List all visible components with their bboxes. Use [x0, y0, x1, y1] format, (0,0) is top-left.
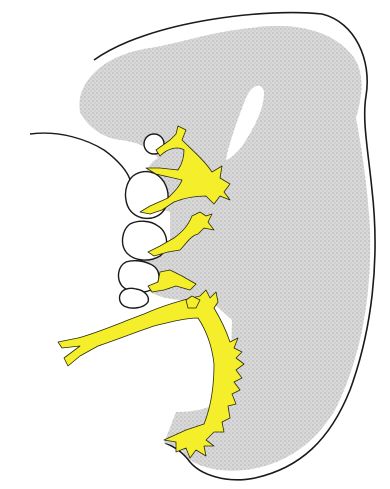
- pharyngeal-arch-4: [120, 288, 149, 308]
